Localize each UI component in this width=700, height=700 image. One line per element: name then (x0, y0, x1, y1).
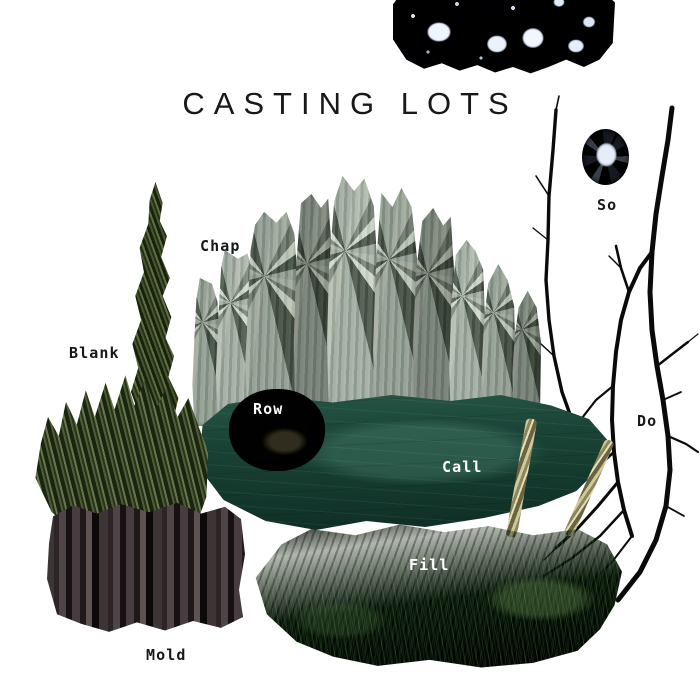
rock-columns-image (185, 168, 545, 426)
speckled-rock-image (393, 0, 615, 74)
label-mold: Mold (146, 646, 187, 664)
bark-slab-image (47, 502, 245, 632)
dark-nest-image (229, 389, 325, 471)
label-do: Do (637, 412, 658, 430)
label-so: So (597, 196, 618, 214)
page-title: CASTING LOTS (182, 86, 518, 121)
label-fill: Fill (409, 556, 450, 574)
label-chap: Chap (200, 237, 241, 255)
moss-ground-image (255, 524, 622, 668)
small-stone-image (582, 129, 629, 185)
label-row: Row (253, 400, 284, 418)
label-blank: Blank (69, 344, 120, 362)
label-call: Call (442, 458, 483, 476)
